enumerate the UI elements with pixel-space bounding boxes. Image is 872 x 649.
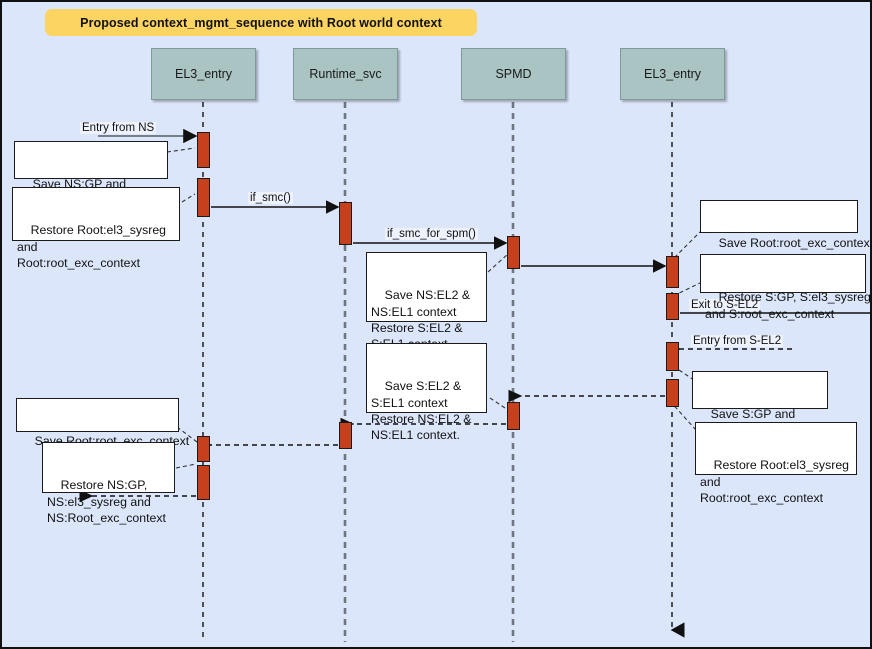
activation-runtime-svc-b: [339, 422, 352, 449]
note-text: Restore Root:el3_sysreg and Root:root_ex…: [700, 458, 850, 505]
message-label-if-smc-for-spm: if_smc_for_spm(): [385, 228, 478, 240]
participant-box-runtime-svc[interactable]: Runtime_svc: [293, 48, 398, 100]
participant-box-el3-entry-2[interactable]: EL3_entry: [620, 48, 725, 100]
activation-el3-entry-1-a: [197, 132, 210, 168]
activation-spmd-a: [507, 236, 520, 269]
note-restore-root-el3-sysreg: Restore Root:el3_sysreg and Root:root_ex…: [12, 187, 180, 270]
activation-el3-entry-2-b: [666, 293, 679, 320]
activation-el3-entry-1-b: [197, 178, 210, 217]
message-label-exit-to-s-el2: Exit to S-EL2: [689, 299, 761, 311]
participant-label: SPMD: [495, 67, 532, 81]
activation-spmd-b: [507, 402, 520, 430]
note-save-s-gp: Save S:GP and S:root_exc_context: [692, 371, 828, 438]
note-fold-icon: [161, 399, 178, 416]
note-fold-icon: [469, 253, 486, 270]
note-text: Restore S:GP, S:el3_sysreg and S:root_ex…: [705, 290, 871, 321]
note-fold-icon: [157, 443, 174, 460]
activation-el3-entry-2-d: [666, 379, 679, 407]
note-fold-icon: [810, 372, 827, 389]
activation-el3-entry-1-c: [197, 436, 210, 462]
participant-label: EL3_entry: [175, 67, 232, 81]
message-label-entry-from-s-el2: Entry from S-EL2: [691, 335, 784, 347]
message-label-if-smc: if_smc(): [248, 192, 293, 204]
note-fold-icon: [839, 423, 856, 440]
participant-label: EL3_entry: [644, 67, 701, 81]
note-text: Restore NS:GP, NS:el3_sysreg and NS:Root…: [47, 478, 166, 525]
note-fold-icon: [162, 188, 179, 205]
participant-box-el3-entry-1[interactable]: EL3_entry: [151, 48, 256, 100]
participant-box-spmd[interactable]: SPMD: [461, 48, 566, 100]
diagram-title: Proposed context_mgmt_sequence with Root…: [80, 15, 442, 30]
note-fold-icon: [840, 201, 857, 218]
note-fold-icon: [150, 142, 167, 159]
note-save-root-exc-context-bottom: Save Root:root_exc_context: [16, 398, 189, 448]
note-save-root-exc-context-top: Save Root:root_exc_context: [700, 200, 870, 250]
note-fold-icon: [469, 344, 486, 361]
note-text: Restore Root:el3_sysreg and Root:root_ex…: [17, 223, 167, 270]
note-save-ns-gp: Save NS:GP and NS:Root_exc_context: [14, 141, 168, 208]
activation-el3-entry-1-d: [197, 465, 210, 500]
note-text: Save S:EL2 & S:EL1 context Restore NS:EL…: [371, 379, 472, 443]
activation-el3-entry-2-a: [666, 256, 679, 288]
note-restore-s-gp: Restore S:GP, S:el3_sysreg and S:root_ex…: [700, 254, 870, 321]
note-fold-icon: [848, 255, 865, 272]
diagram-title-banner: Proposed context_mgmt_sequence with Root…: [45, 9, 477, 36]
message-label-entry-from-ns: Entry from NS: [80, 122, 157, 134]
activation-runtime-svc-a: [339, 202, 352, 245]
note-restore-ns-gp: Restore NS:GP, NS:el3_sysreg and NS:Root…: [42, 442, 175, 525]
note-save-ns-el2-restore-s-el2: Save NS:EL2 & NS:EL1 context Restore S:E…: [366, 252, 487, 351]
note-save-s-el2-restore-ns-el2: Save S:EL2 & S:EL1 context Restore NS:EL…: [366, 343, 487, 442]
note-restore-root-el3-sysreg-2: Restore Root:el3_sysreg and Root:root_ex…: [695, 422, 857, 505]
note-text: Save Root:root_exc_context: [718, 236, 872, 251]
participant-label: Runtime_svc: [309, 67, 382, 81]
activation-el3-entry-2-c: [666, 342, 679, 371]
